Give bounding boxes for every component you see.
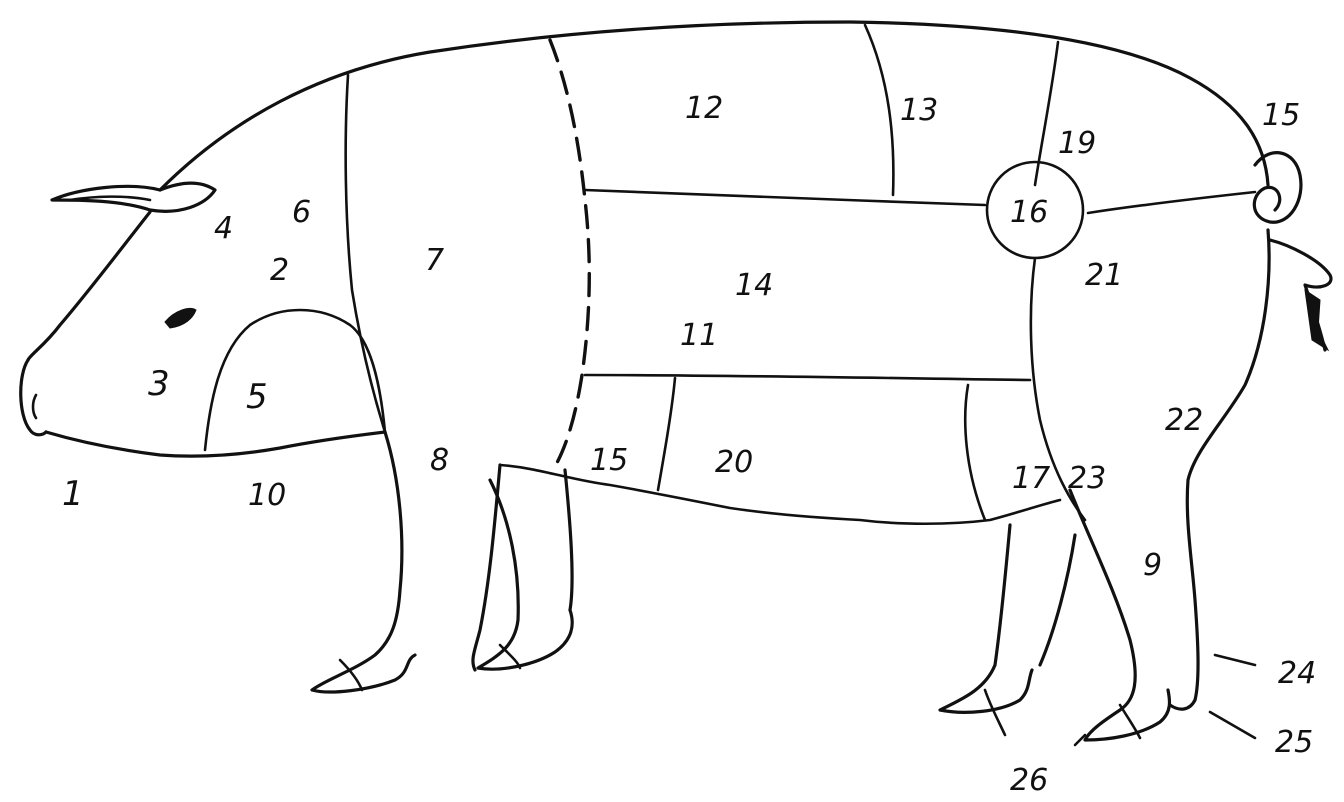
- label-3: 3: [148, 364, 170, 404]
- hind-leg-far-back: [1040, 535, 1075, 665]
- pig-nostril: [33, 395, 36, 418]
- label-12: 12: [685, 91, 723, 126]
- front-hoof-far: [500, 645, 520, 668]
- label-15-belly: 15: [590, 443, 628, 478]
- pig-ear-inner: [70, 197, 150, 200]
- belly-20-17-divider: [965, 385, 985, 520]
- label-26: 26: [1010, 763, 1048, 798]
- pig-tail-tuft: [1305, 290, 1328, 350]
- label-14: 14: [735, 268, 773, 303]
- pointer-25: [1210, 712, 1255, 738]
- front-leg-far-back: [565, 470, 572, 610]
- label-24: 24: [1278, 656, 1316, 691]
- pointer-24: [1215, 655, 1255, 665]
- belly-15-20-divider: [658, 378, 675, 490]
- label-13: 13: [900, 93, 938, 128]
- label-10: 10: [248, 478, 286, 513]
- pig-jaw-outline: [46, 432, 385, 456]
- shoulder-loin-dashed-line: [550, 40, 589, 470]
- label-6: 6: [292, 195, 311, 230]
- label-23: 23: [1068, 461, 1106, 496]
- neck-shoulder-line: [346, 75, 385, 432]
- label-17: 17: [1012, 461, 1050, 496]
- pig-tail: [1254, 153, 1301, 223]
- belly-lower-line: [585, 375, 1030, 380]
- label-1: 1: [62, 474, 84, 514]
- front-leg-near: [312, 432, 415, 692]
- label-9: 9: [1143, 548, 1162, 583]
- label-15-tail: 15: [1262, 98, 1300, 133]
- hind-leg-near: [1070, 490, 1170, 740]
- label-16: 16: [1010, 195, 1048, 230]
- hind-leg-near-back: [1170, 700, 1195, 709]
- label-20: 20: [715, 445, 753, 480]
- label-2: 2: [270, 253, 289, 288]
- hind-leg-far: [940, 525, 1032, 712]
- label-4: 4: [214, 211, 233, 246]
- pig-eye: [165, 309, 196, 329]
- label-7: 7: [425, 243, 444, 278]
- loin-belly-upper-line: [585, 190, 985, 205]
- pig-rump-outline: [1187, 230, 1269, 700]
- loin-13-divider: [865, 25, 893, 195]
- label-21: 21: [1085, 258, 1123, 293]
- label-5: 5: [246, 377, 268, 417]
- jowl-region-line: [205, 310, 385, 450]
- ham-tail-line: [1088, 192, 1255, 213]
- front-leg-far: [478, 480, 572, 669]
- label-19: 19: [1058, 126, 1096, 161]
- pig-tail-curl: [1270, 240, 1331, 350]
- label-22: 22: [1165, 403, 1203, 438]
- label-8: 8: [430, 443, 449, 478]
- pig-snout: [21, 360, 46, 435]
- pig-head-outline: [28, 212, 150, 360]
- label-25: 25: [1275, 725, 1313, 760]
- label-11: 11: [680, 318, 718, 353]
- hind-hoof-far: [985, 690, 1005, 735]
